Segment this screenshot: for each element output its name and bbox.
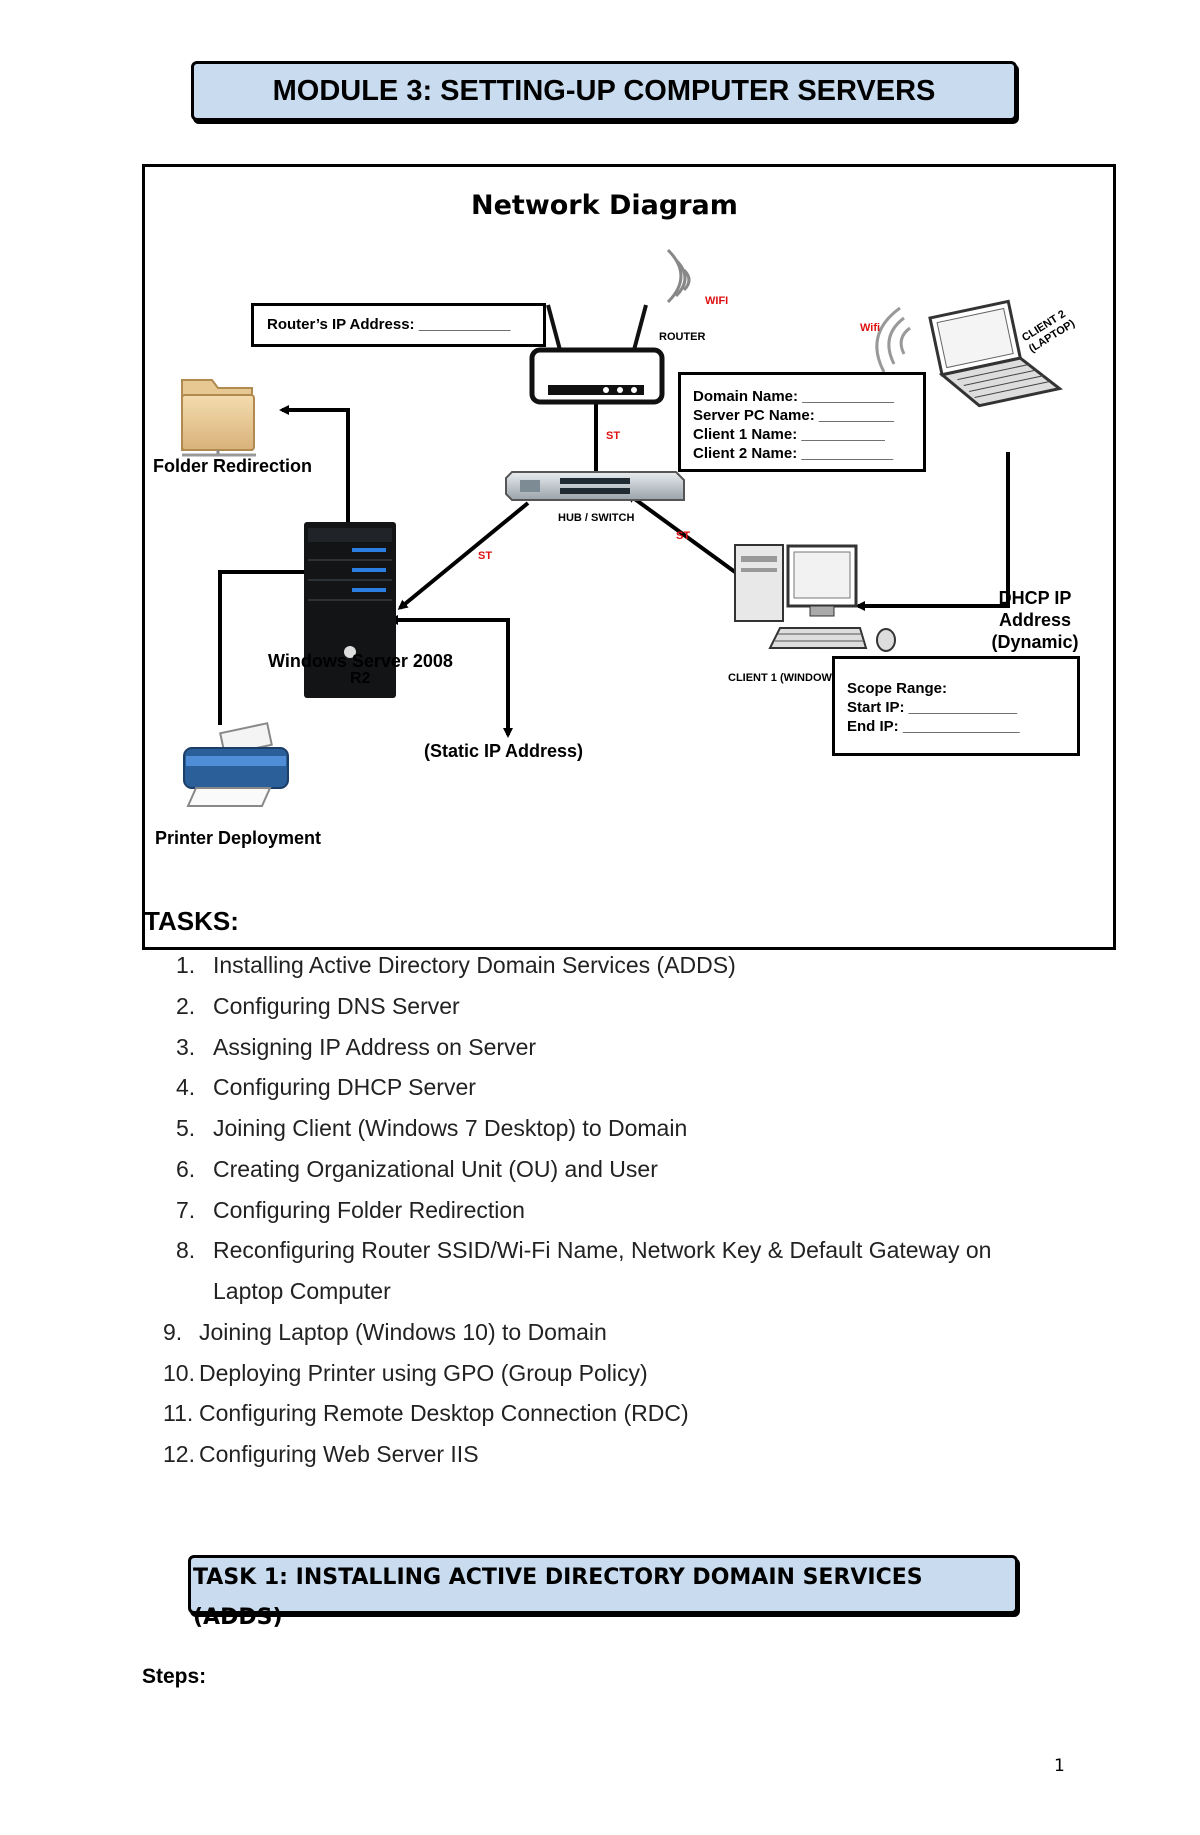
wifi-icon bbox=[666, 248, 691, 304]
wifi-icon-laptop bbox=[875, 306, 911, 373]
dhcp-label-line2: Address bbox=[998, 610, 1072, 630]
list-item: Laptop Computer bbox=[213, 1278, 391, 1304]
server-label: Windows Server 2008 bbox=[268, 651, 453, 671]
router-icon bbox=[529, 304, 665, 405]
network-info-box: Domain Name: ___________ Server PC Name:… bbox=[678, 372, 926, 472]
client1-name-label: Client 1 Name: __________ bbox=[693, 426, 885, 443]
task1-title: TASK 1: INSTALLING ACTIVE DIRECTORY DOMA… bbox=[193, 1565, 923, 1630]
list-item: 10.Deploying Printer using GPO (Group Po… bbox=[163, 1360, 648, 1386]
scope-range-box: Scope Range: Start IP: _____________ End… bbox=[832, 656, 1080, 756]
link-label-switch-server: ST bbox=[478, 550, 493, 562]
printer-icon bbox=[183, 722, 289, 807]
list-item: 8.Reconfiguring Router SSID/Wi-Fi Name, … bbox=[176, 1237, 992, 1263]
desktop-computer-icon bbox=[734, 544, 896, 652]
list-item: 2.Configuring DNS Server bbox=[176, 993, 460, 1019]
module-title-banner: MODULE 3: SETTING-UP COMPUTER SERVERS bbox=[191, 61, 1017, 121]
list-item: 4.Configuring DHCP Server bbox=[176, 1074, 476, 1100]
connections bbox=[218, 398, 1010, 738]
laptop-icon bbox=[928, 299, 1063, 408]
module-title: MODULE 3: SETTING-UP COMPUTER SERVERS bbox=[272, 75, 936, 107]
tasks-heading: TASKS: bbox=[144, 906, 239, 936]
dhcp-label: DHCP IP Address (Dynamic) bbox=[990, 587, 1080, 653]
list-item: 5.Joining Client (Windows 7 Desktop) to … bbox=[176, 1115, 688, 1141]
list-item: 6.Creating Organizational Unit (OU) and … bbox=[176, 1156, 658, 1182]
link-label-router-switch: ST bbox=[606, 430, 621, 442]
start-ip-label: Start IP: _____________ bbox=[847, 699, 1018, 716]
list-item: 7.Configuring Folder Redirection bbox=[176, 1197, 525, 1223]
printer-deployment-label: Printer Deployment bbox=[155, 828, 322, 848]
scope-range-label: Scope Range: bbox=[847, 680, 948, 697]
switch-label: HUB / SWITCH bbox=[558, 512, 635, 524]
dhcp-label-line1: DHCP IP bbox=[998, 588, 1072, 608]
diagram-title: Network Diagram bbox=[471, 190, 738, 221]
task1-title-banner: TASK 1: INSTALLING ACTIVE DIRECTORY DOMA… bbox=[188, 1555, 1018, 1630]
server-pc-name-label: Server PC Name: _________ bbox=[693, 407, 894, 424]
end-ip-label: End IP: ______________ bbox=[847, 718, 1020, 735]
list-item: 11.Configuring Remote Desktop Connection… bbox=[163, 1400, 689, 1426]
list-item: 9.Joining Laptop (Windows 10) to Domain bbox=[163, 1319, 607, 1345]
server-icon bbox=[304, 522, 396, 698]
list-item: 12.Configuring Web Server IIS bbox=[163, 1441, 479, 1467]
network-diagram bbox=[181, 248, 1063, 807]
dhcp-label-line3: (Dynamic) bbox=[991, 632, 1079, 652]
page-number: 1 bbox=[1054, 1756, 1065, 1776]
network-diagram-frame bbox=[142, 164, 1116, 950]
domain-name-label: Domain Name: ___________ bbox=[693, 388, 894, 405]
server-label-r2: R2 bbox=[350, 670, 371, 687]
list-item: 3.Assigning IP Address on Server bbox=[176, 1034, 537, 1060]
steps-label: Steps: bbox=[142, 1665, 207, 1688]
router-ip-label: Router’s IP Address: ___________ bbox=[267, 316, 511, 333]
link-label-switch-client: ST bbox=[676, 530, 691, 542]
wifi-label: WIFI bbox=[705, 295, 729, 307]
folder-icon bbox=[181, 379, 256, 457]
wifi-label-2: Wifi bbox=[860, 322, 881, 334]
switch-icon bbox=[505, 471, 685, 501]
list-item: 1.Installing Active Directory Domain Ser… bbox=[176, 952, 736, 978]
client2-name-label: Client 2 Name: ___________ bbox=[693, 445, 894, 462]
static-ip-label: (Static IP Address) bbox=[424, 741, 584, 761]
client1-label: CLIENT 1 (WINDOWS 7) bbox=[728, 672, 853, 684]
folder-redirection-label: Folder Redirection bbox=[153, 456, 313, 476]
router-label: ROUTER bbox=[659, 331, 706, 343]
router-ip-box: Router’s IP Address: ___________ bbox=[251, 303, 546, 347]
